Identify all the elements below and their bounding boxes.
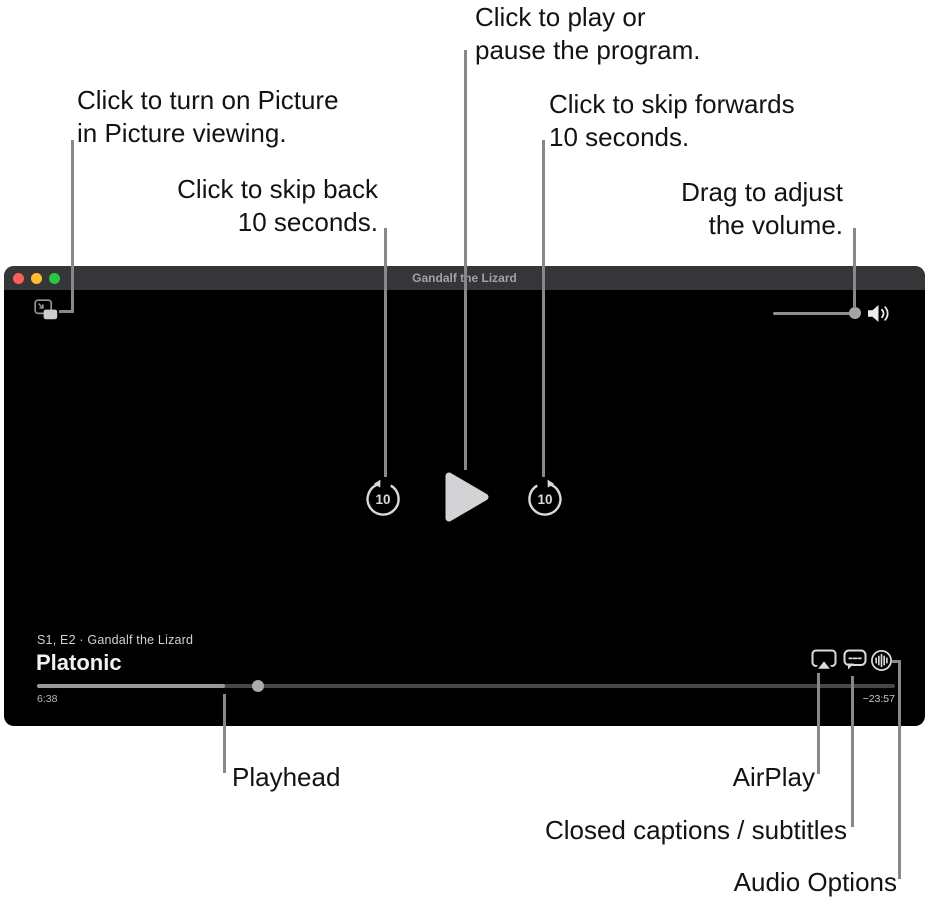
episode-info: S1, E2 · Gandalf the Lizard xyxy=(37,633,194,647)
playhead-knob[interactable] xyxy=(252,680,264,692)
callout-play-pause-line1: Click to play or xyxy=(475,2,646,32)
callout-airplay: AirPlay xyxy=(732,762,815,792)
zoom-button[interactable] xyxy=(49,272,60,284)
skip-back-10-icon: 10 xyxy=(363,479,403,521)
callout-skip-back-line1: Click to skip back xyxy=(177,174,378,204)
callout-volume-line2: the volume. xyxy=(708,210,843,240)
skip-forward-amount: 10 xyxy=(537,492,552,507)
callout-closed-captions: Closed captions / subtitles xyxy=(544,815,847,845)
callout-play-pause: Click to play or pause the program. xyxy=(475,1,700,67)
picture-in-picture-button[interactable] xyxy=(34,299,60,321)
skip-back-10-button[interactable]: 10 xyxy=(363,478,403,518)
traffic-lights xyxy=(13,272,60,284)
callout-skip-forward-line1: Click to skip forwards xyxy=(549,89,795,119)
airplay-button[interactable] xyxy=(810,648,838,674)
airplay-icon xyxy=(810,649,838,674)
skip-forward-10-icon: 10 xyxy=(525,479,565,521)
progress-bar[interactable] xyxy=(37,680,895,692)
connector-skip-back xyxy=(384,228,387,477)
callout-audio-options: Audio Options xyxy=(733,867,897,897)
connector-volume xyxy=(853,228,856,308)
speech-bubble-icon xyxy=(843,649,867,674)
show-title: Platonic xyxy=(36,650,122,675)
connector-closed-captions xyxy=(851,676,854,827)
skip-back-amount: 10 xyxy=(375,492,390,507)
skip-forward-10-button[interactable]: 10 xyxy=(525,478,565,518)
callout-skip-forward-line2: 10 seconds. xyxy=(549,122,690,152)
speaker-volume-icon[interactable] xyxy=(866,303,894,324)
callout-play-pause-line2: pause the program. xyxy=(475,35,701,65)
close-button[interactable] xyxy=(13,272,24,284)
callout-volume-line1: Drag to adjust xyxy=(681,177,843,207)
play-pause-button[interactable] xyxy=(444,470,490,524)
connector-airplay xyxy=(817,673,820,774)
callout-pip-line2: in Picture viewing. xyxy=(77,118,287,148)
callout-skip-back-line2: 10 seconds. xyxy=(237,207,378,237)
connector-pip-vertical xyxy=(71,140,74,313)
time-elapsed: 6:38 xyxy=(37,693,58,705)
time-remaining: −23:57 xyxy=(862,693,895,705)
audio-waveform-icon xyxy=(870,650,893,675)
volume-slider-track[interactable] xyxy=(773,312,855,315)
progress-bar-played xyxy=(37,684,225,688)
connector-playhead xyxy=(223,694,226,773)
callout-skip-forward: Click to skip forwards 10 seconds. xyxy=(549,88,795,154)
callout-skip-back: Click to skip back 10 seconds. xyxy=(177,173,378,239)
minimize-button[interactable] xyxy=(31,272,42,284)
connector-pip-horizontal xyxy=(59,310,74,313)
connector-audio-vertical xyxy=(898,660,901,879)
connector-skip-forward xyxy=(542,140,545,477)
callout-playhead: Playhead xyxy=(232,762,341,792)
callout-volume: Drag to adjust the volume. xyxy=(681,176,843,242)
connector-audio-horizontal xyxy=(892,660,901,663)
picture-in-picture-icon xyxy=(34,299,60,324)
play-triangle-icon xyxy=(444,472,490,527)
audio-options-button[interactable] xyxy=(870,649,893,672)
volume-slider-knob[interactable] xyxy=(849,307,861,319)
connector-play xyxy=(464,50,467,470)
closed-captions-button[interactable] xyxy=(843,649,867,671)
callout-pip-line1: Click to turn on Picture xyxy=(77,85,339,115)
callout-pip: Click to turn on Picture in Picture view… xyxy=(77,84,339,150)
